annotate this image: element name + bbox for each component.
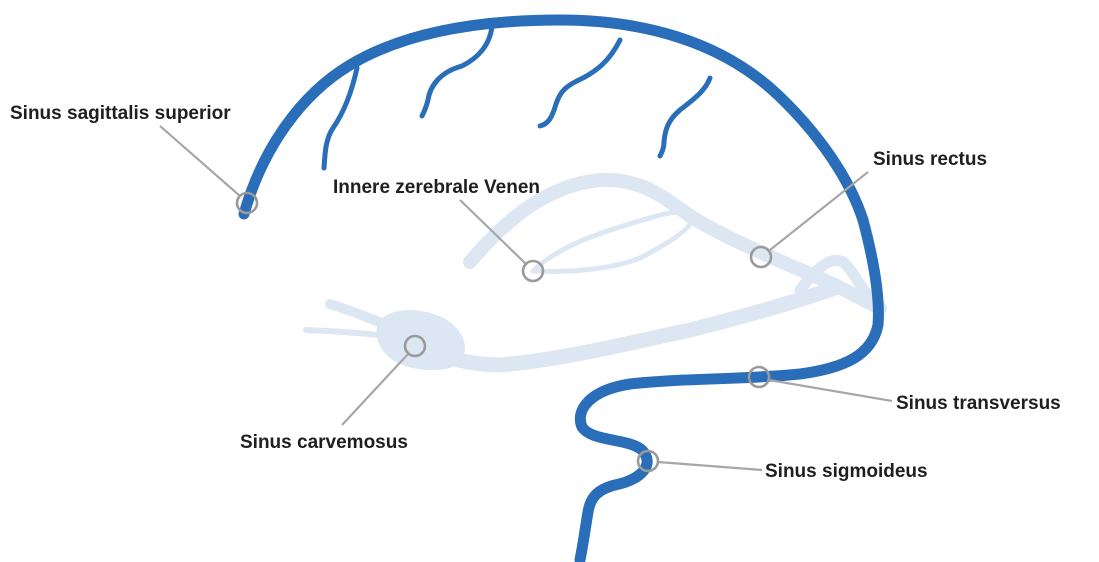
labels: Sinus sagittalis superior Innere zerebra…: [10, 103, 1061, 482]
label-sinus-sigmoideus: Sinus sigmoideus: [765, 461, 928, 482]
label-sinus-rectus: Sinus rectus: [873, 149, 987, 170]
cavernous-sinus-body: [376, 310, 465, 370]
deep-veins: [306, 180, 880, 370]
leader-sinus-carvemosus: [342, 353, 409, 425]
lower-venous-pathway: [415, 288, 835, 365]
leader-sinus-sagittalis-superior: [160, 126, 240, 196]
leader-sinus-rectus: [770, 172, 868, 250]
cortical-vein-4: [660, 78, 710, 156]
cortical-vein-3: [540, 40, 620, 126]
label-sinus-sagittalis-superior: Sinus sagittalis superior: [10, 103, 231, 124]
label-innere-zerebrale-venen: Innere zerebrale Venen: [333, 177, 540, 198]
label-sinus-transversus: Sinus transversus: [896, 393, 1061, 414]
leader-sinus-transversus: [769, 380, 892, 401]
label-sinus-carvemosus: Sinus carvemosus: [240, 432, 408, 453]
cortical-vein-2: [422, 26, 492, 116]
inner-vein-loop: [533, 212, 692, 271]
leader-sinus-sigmoideus: [658, 462, 762, 470]
